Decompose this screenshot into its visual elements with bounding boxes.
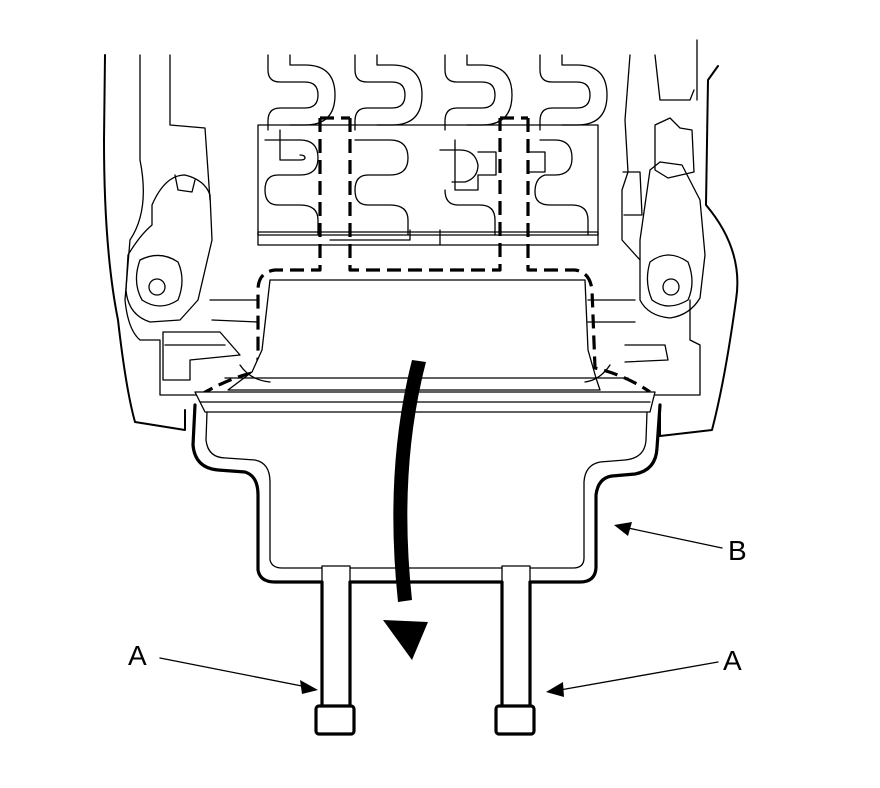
callout-a-right: A <box>723 645 742 676</box>
callout-a-left: A <box>128 640 147 671</box>
seat-springs <box>257 54 608 246</box>
left-hinge-bracket <box>125 174 259 381</box>
right-hinge-bracket <box>587 117 706 363</box>
connector-left <box>314 565 356 736</box>
callout-b: B <box>728 535 747 566</box>
connector-right <box>494 565 536 736</box>
leader-lines <box>159 522 723 697</box>
removal-direction-arrow <box>383 360 428 660</box>
airbag-module <box>191 279 662 584</box>
hidden-airbag-outline <box>199 116 651 397</box>
